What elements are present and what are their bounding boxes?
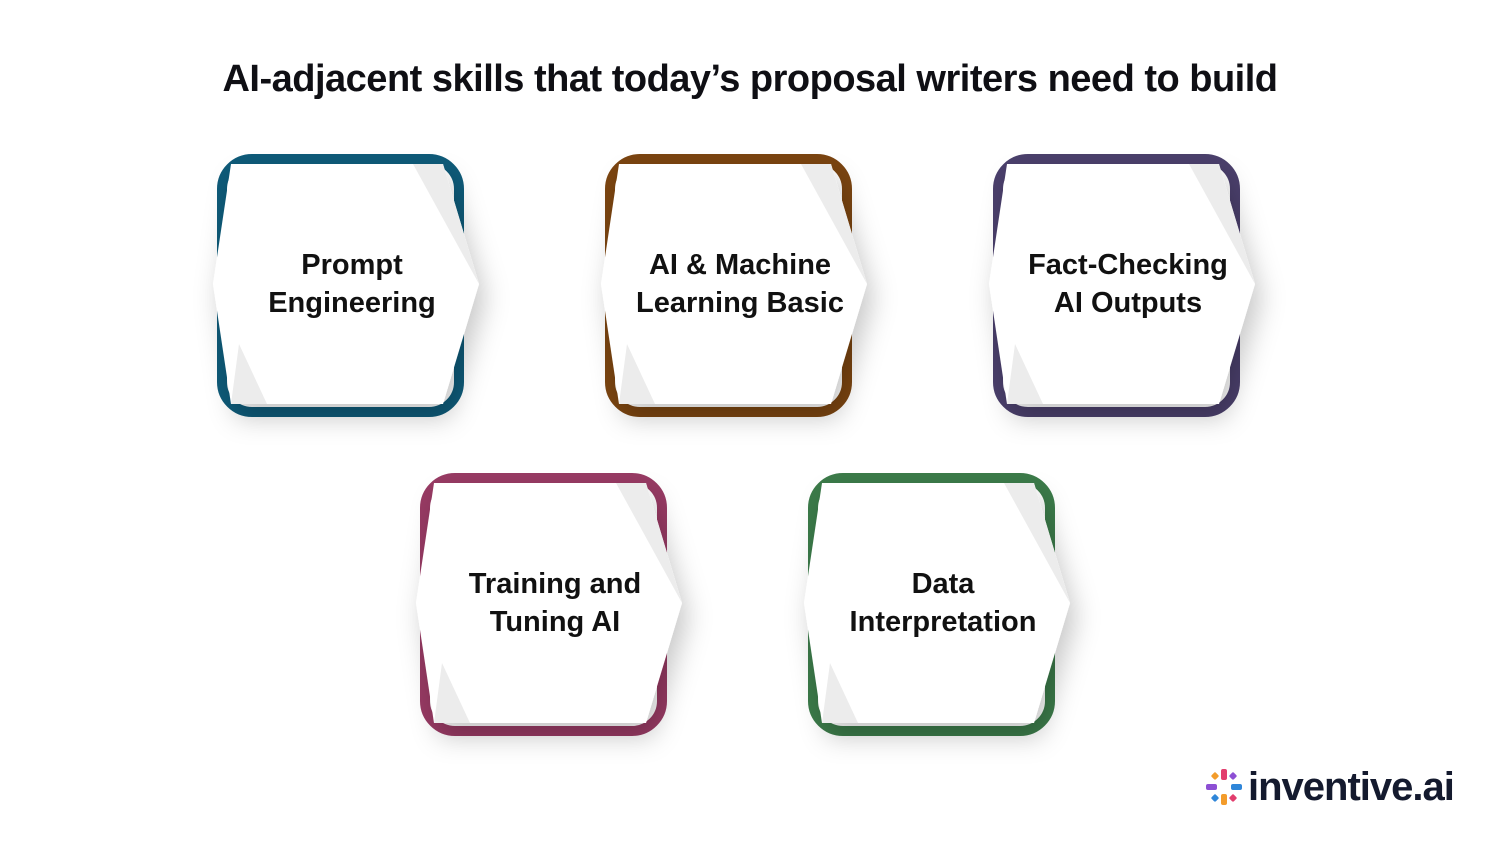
card-hexagon [416, 483, 682, 723]
pinwheel-logo-icon [1206, 769, 1242, 805]
card-fold-bottom [434, 663, 470, 723]
card-fold-bottom [619, 344, 655, 404]
skill-label: Prompt Engineering [268, 249, 436, 319]
skill-card-fact-checking: Fact-Checking AI Outputs [989, 154, 1293, 454]
card-fold-top [413, 164, 479, 284]
brand-name: inventive.ai [1248, 765, 1455, 809]
card-fold-bottom [822, 663, 858, 723]
card-fold-bottom [1007, 344, 1043, 404]
card-frame [213, 154, 479, 417]
card-frame [804, 473, 1070, 736]
skill-card-training-tuning: Training and Tuning AI [416, 473, 720, 773]
card-fold-top [616, 483, 682, 603]
skill-label: Data Interpretation [849, 568, 1037, 638]
skill-card-prompt-engineering: Prompt Engineering [213, 154, 517, 454]
card-fold-top [1189, 164, 1255, 284]
card-fold-top [801, 164, 867, 284]
skill-label: Training and Tuning AI [468, 568, 642, 638]
card-frame [601, 154, 867, 417]
skill-label: AI & Machine Learning Basic [636, 249, 844, 319]
skill-card-ai-ml-basics: AI & Machine Learning Basic [601, 154, 905, 454]
card-hexagon [601, 164, 867, 404]
card-fold-top [1004, 483, 1070, 603]
brand-logo: inventive.ai [1204, 762, 1484, 812]
card-hexagon [989, 164, 1255, 404]
card-frame [416, 473, 682, 736]
card-hexagon [213, 164, 479, 404]
card-fold-bottom [231, 344, 267, 404]
card-hexagon [804, 483, 1070, 723]
skill-card-data-interpretation: Data Interpretation [804, 473, 1108, 773]
card-frame [989, 154, 1255, 417]
page-title: AI-adjacent skills that today’s proposal… [222, 58, 1278, 100]
skill-label: Fact-Checking AI Outputs [1028, 249, 1228, 319]
